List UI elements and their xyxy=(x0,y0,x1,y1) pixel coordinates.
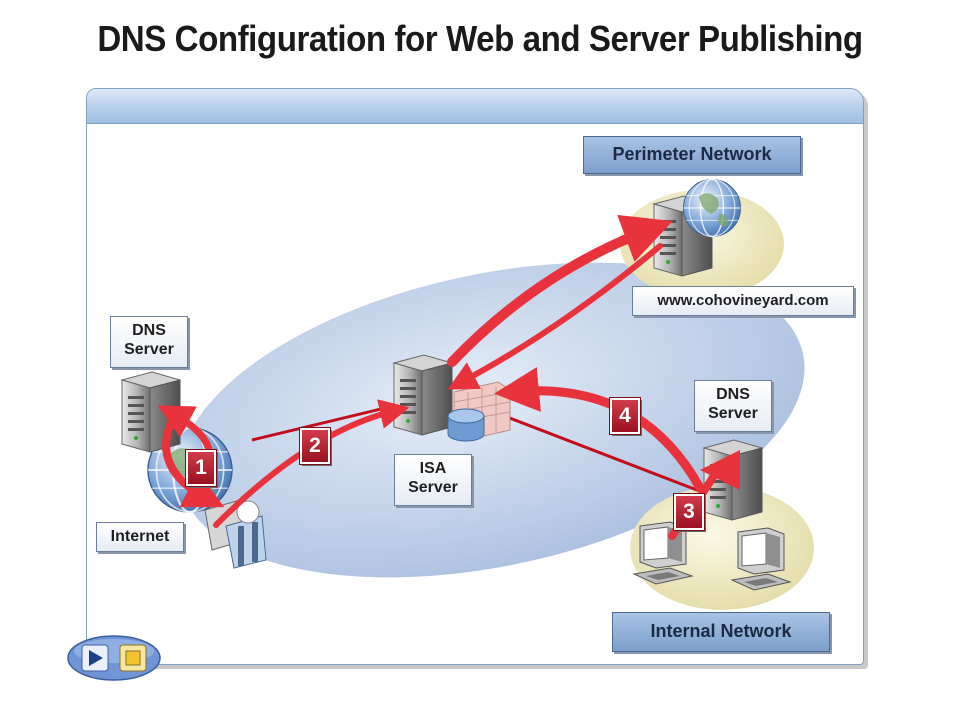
step-badge-3: 3 xyxy=(674,494,704,530)
step-badge-4: 4 xyxy=(610,398,640,434)
dns-server-label-line2: Server xyxy=(124,341,174,358)
user-icon xyxy=(204,499,267,569)
play-button[interactable] xyxy=(81,644,109,672)
workstation-icon xyxy=(633,521,693,585)
stop-icon xyxy=(125,650,141,666)
dns-server-internal-label: DNS Server xyxy=(694,380,772,432)
internal-network-label: Internal Network xyxy=(612,612,830,652)
dns-server-label-line1: DNS xyxy=(132,322,166,339)
internet-label: Internet xyxy=(96,522,184,552)
workstation-icon xyxy=(731,527,791,591)
globe-icon xyxy=(682,178,742,238)
page-title: DNS Configuration for Web and Server Pub… xyxy=(97,18,863,59)
isa-server-label-line2: Server xyxy=(408,479,458,496)
database-icon xyxy=(447,408,485,442)
server-icon xyxy=(393,354,453,436)
website-label: www.cohovineyard.com xyxy=(632,286,854,316)
panel-header-bar xyxy=(87,89,863,124)
dns-server-label-line2: Server xyxy=(708,405,758,422)
arrow-web-to-isa xyxy=(447,243,663,390)
perimeter-network-label: Perimeter Network xyxy=(583,136,801,174)
dns-server-label-line1: DNS xyxy=(716,386,750,403)
isa-server-label: ISA Server xyxy=(394,454,472,506)
arrow-isa-to-web xyxy=(447,214,673,367)
dns-server-internet-label: DNS Server xyxy=(110,316,188,368)
step-badge-1: 1 xyxy=(186,450,216,486)
play-icon xyxy=(89,650,103,666)
isa-server-label-line1: ISA xyxy=(419,460,447,477)
step-badge-2: 2 xyxy=(300,428,330,464)
slide-navigation xyxy=(66,633,162,683)
stop-button[interactable] xyxy=(119,644,147,672)
